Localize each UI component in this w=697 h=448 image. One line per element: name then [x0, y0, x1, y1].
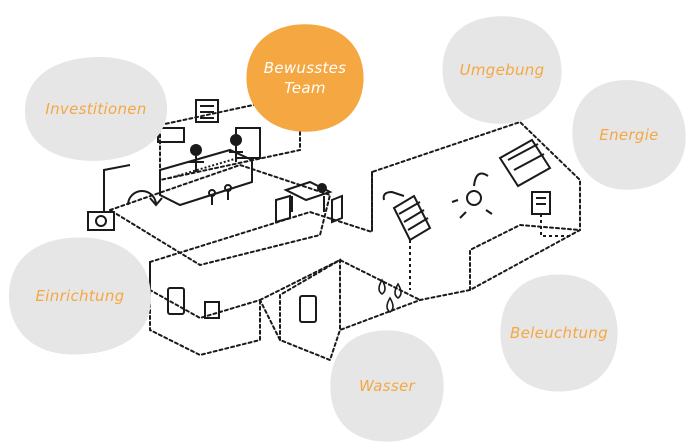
exhaust-pipe: [103, 164, 131, 212]
lamp-icon: [466, 190, 482, 206]
solar-panel-icon: [392, 194, 432, 242]
topic-label-investitionen: Investitionen: [45, 100, 147, 118]
topic-label-einrichtung: Einrichtung: [35, 287, 125, 305]
building-roof-outline: [149, 120, 581, 362]
cabinet: [235, 127, 261, 159]
outdoor-unit: [87, 211, 115, 231]
back-wall: [159, 93, 301, 182]
door-right: [299, 295, 317, 323]
topic-label-beleuchtung: Beleuchtung: [510, 324, 608, 342]
topic-einrichtung[interactable]: Einrichtung: [6, 235, 154, 357]
recycle-arrows-icon: [127, 190, 163, 207]
chair: [275, 194, 291, 224]
meeting-table: [283, 180, 333, 202]
counter: [159, 148, 253, 207]
interior-floor: [107, 163, 332, 267]
person-head: [190, 144, 202, 156]
topic-label-energie: Energie: [599, 126, 659, 144]
water-pipe: [382, 190, 405, 201]
topic-label-bewusstes-team: Bewusstes Team: [263, 59, 347, 97]
lamp-arm: [473, 172, 489, 187]
chair-2: [331, 194, 343, 224]
topic-wasser[interactable]: Wasser: [328, 328, 446, 444]
topic-umgebung[interactable]: Umgebung: [440, 14, 564, 126]
side-wall: [469, 223, 581, 291]
wall-chart: [195, 99, 219, 123]
topic-label-wasser: Wasser: [358, 377, 416, 395]
topic-energie[interactable]: Energie: [570, 78, 688, 192]
topic-investitionen[interactable]: Investitionen: [22, 55, 170, 163]
water-drop-icon-2: [394, 282, 402, 299]
window-left: [204, 301, 220, 319]
topic-label-umgebung: Umgebung: [459, 61, 545, 79]
water-drop-icon: [378, 278, 386, 295]
solar-panel-roof: [498, 138, 552, 188]
topic-beleuchtung[interactable]: Beleuchtung: [498, 272, 620, 394]
water-drop-icon-3: [386, 296, 394, 313]
topic-bewusstes-team[interactable]: Bewusstes Team: [244, 22, 366, 134]
front-wall-right: [279, 258, 341, 341]
door-left: [167, 287, 185, 315]
